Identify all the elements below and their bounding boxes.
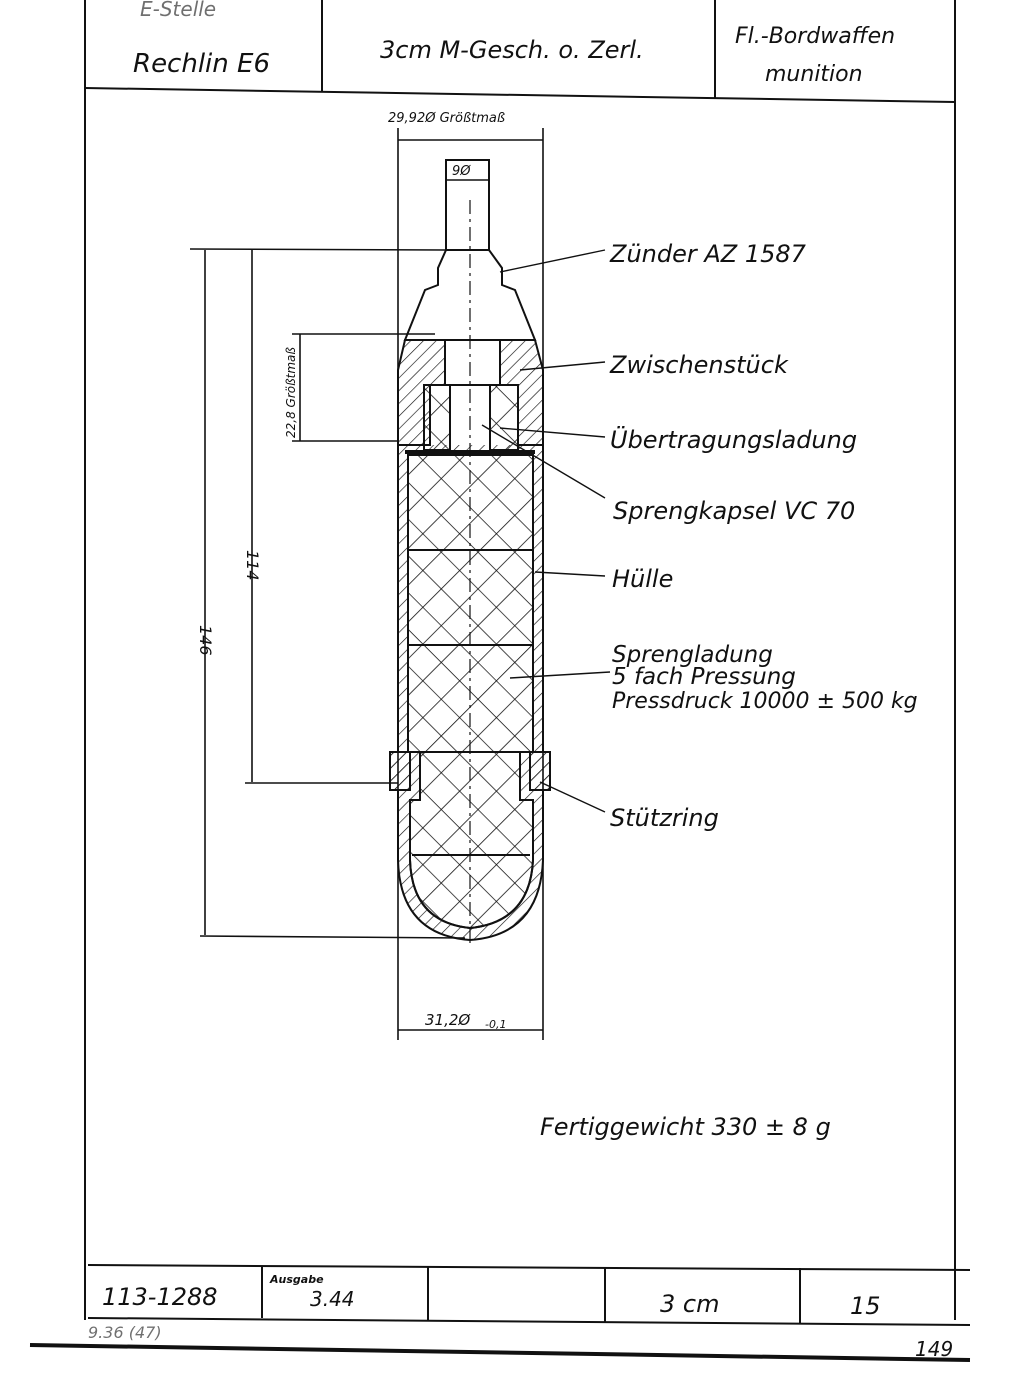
label-adapter: Zwischenstück [609, 351, 789, 379]
projectile-section [389, 159, 551, 945]
label-charge-1: Sprengladung [612, 642, 773, 668]
caliber-text: 3 cm [660, 1290, 719, 1318]
label-charge-3: Pressdruck 10000 ± 500 kg [612, 689, 918, 714]
booster-left [423, 384, 451, 451]
label-detonator: Sprengkapsel VC 70 [613, 497, 855, 525]
body-length-dim: 114 [243, 550, 262, 581]
category-line2: munition [765, 62, 863, 87]
max-diameter-dim: 29,92Ø Größtmaß [388, 111, 505, 126]
support-ring-left [389, 751, 411, 791]
stamp-text: 9.36 (47) [88, 1323, 162, 1342]
label-fuze: Zünder AZ 1587 [609, 240, 807, 268]
fuze-stem [445, 159, 490, 250]
base-tolerance-dim: -0,1 [485, 1018, 506, 1031]
label-booster: Übertragungsladung [610, 425, 857, 454]
title-text: 3cm M-Gesch. o. Zerl. [380, 36, 644, 64]
drawing-frame [29, 0, 971, 1362]
overall-length-dim: 146 [196, 625, 215, 656]
support-ring-right [529, 751, 551, 791]
office-top-text: E-Stelle [140, 0, 216, 21]
category-line1: Fl.-Bordwaffen [735, 24, 895, 49]
booster-right [489, 384, 519, 451]
label-shell: Hülle [612, 565, 673, 593]
issue-date: 3.44 [310, 1287, 355, 1311]
weight-text: Fertiggewicht 330 ± 8 g [540, 1113, 831, 1141]
leader-lines [481, 249, 611, 813]
fuze-seat-dim: 22,8 Größtmaß [284, 347, 298, 438]
base-diameter-dim: 31,2Ø [425, 1011, 471, 1029]
page-number: 149 [915, 1337, 953, 1361]
drawing-number: 113-1288 [102, 1283, 218, 1311]
dimension-lines [189, 128, 544, 1040]
label-ring: Stützring [610, 804, 719, 832]
sheet-number: 15 [850, 1292, 881, 1320]
fuze-diameter-dim: 9Ø [452, 164, 471, 179]
issue-label: Ausgabe [269, 1273, 324, 1286]
label-charge-2: 5 fach Pressung [612, 664, 796, 690]
office-text: Rechlin E6 [133, 49, 270, 79]
